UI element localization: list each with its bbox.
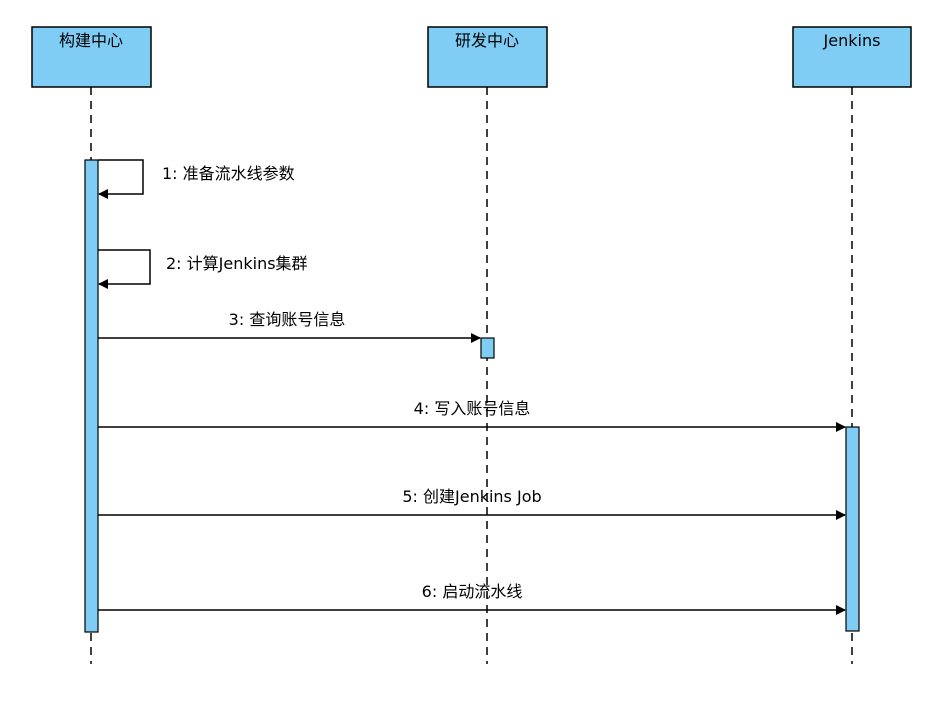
message-3-label: 3: 查询账号信息 bbox=[229, 310, 346, 329]
message-1: 1: 准备流水线参数 bbox=[98, 159, 295, 199]
message-3: 3: 查询账号信息 bbox=[98, 310, 481, 343]
message-1-label: 1: 准备流水线参数 bbox=[162, 164, 295, 183]
participant-dev-center: 研发中心 bbox=[427, 26, 548, 88]
message-4-label: 4: 写入账号信息 bbox=[414, 399, 531, 418]
message-5-label: 5: 创建Jenkins Job bbox=[402, 487, 541, 506]
participant-jenkins-label: Jenkins bbox=[823, 31, 881, 50]
activation-build-center bbox=[84, 159, 99, 633]
message-2-label: 2: 计算Jenkins集群 bbox=[166, 254, 308, 273]
activation-dev-center bbox=[480, 337, 495, 359]
participant-jenkins: Jenkins bbox=[792, 26, 912, 88]
activation-jenkins bbox=[845, 426, 860, 632]
message-4: 4: 写入账号信息 bbox=[98, 399, 846, 432]
participant-build-center: 构建中心 bbox=[31, 26, 152, 88]
message-6-label: 6: 启动流水线 bbox=[422, 582, 523, 601]
message-6: 6: 启动流水线 bbox=[98, 582, 846, 615]
participant-build-center-label: 构建中心 bbox=[59, 31, 123, 50]
message-5: 5: 创建Jenkins Job bbox=[98, 487, 846, 520]
message-2: 2: 计算Jenkins集群 bbox=[98, 249, 308, 289]
participant-dev-center-label: 研发中心 bbox=[455, 31, 519, 50]
